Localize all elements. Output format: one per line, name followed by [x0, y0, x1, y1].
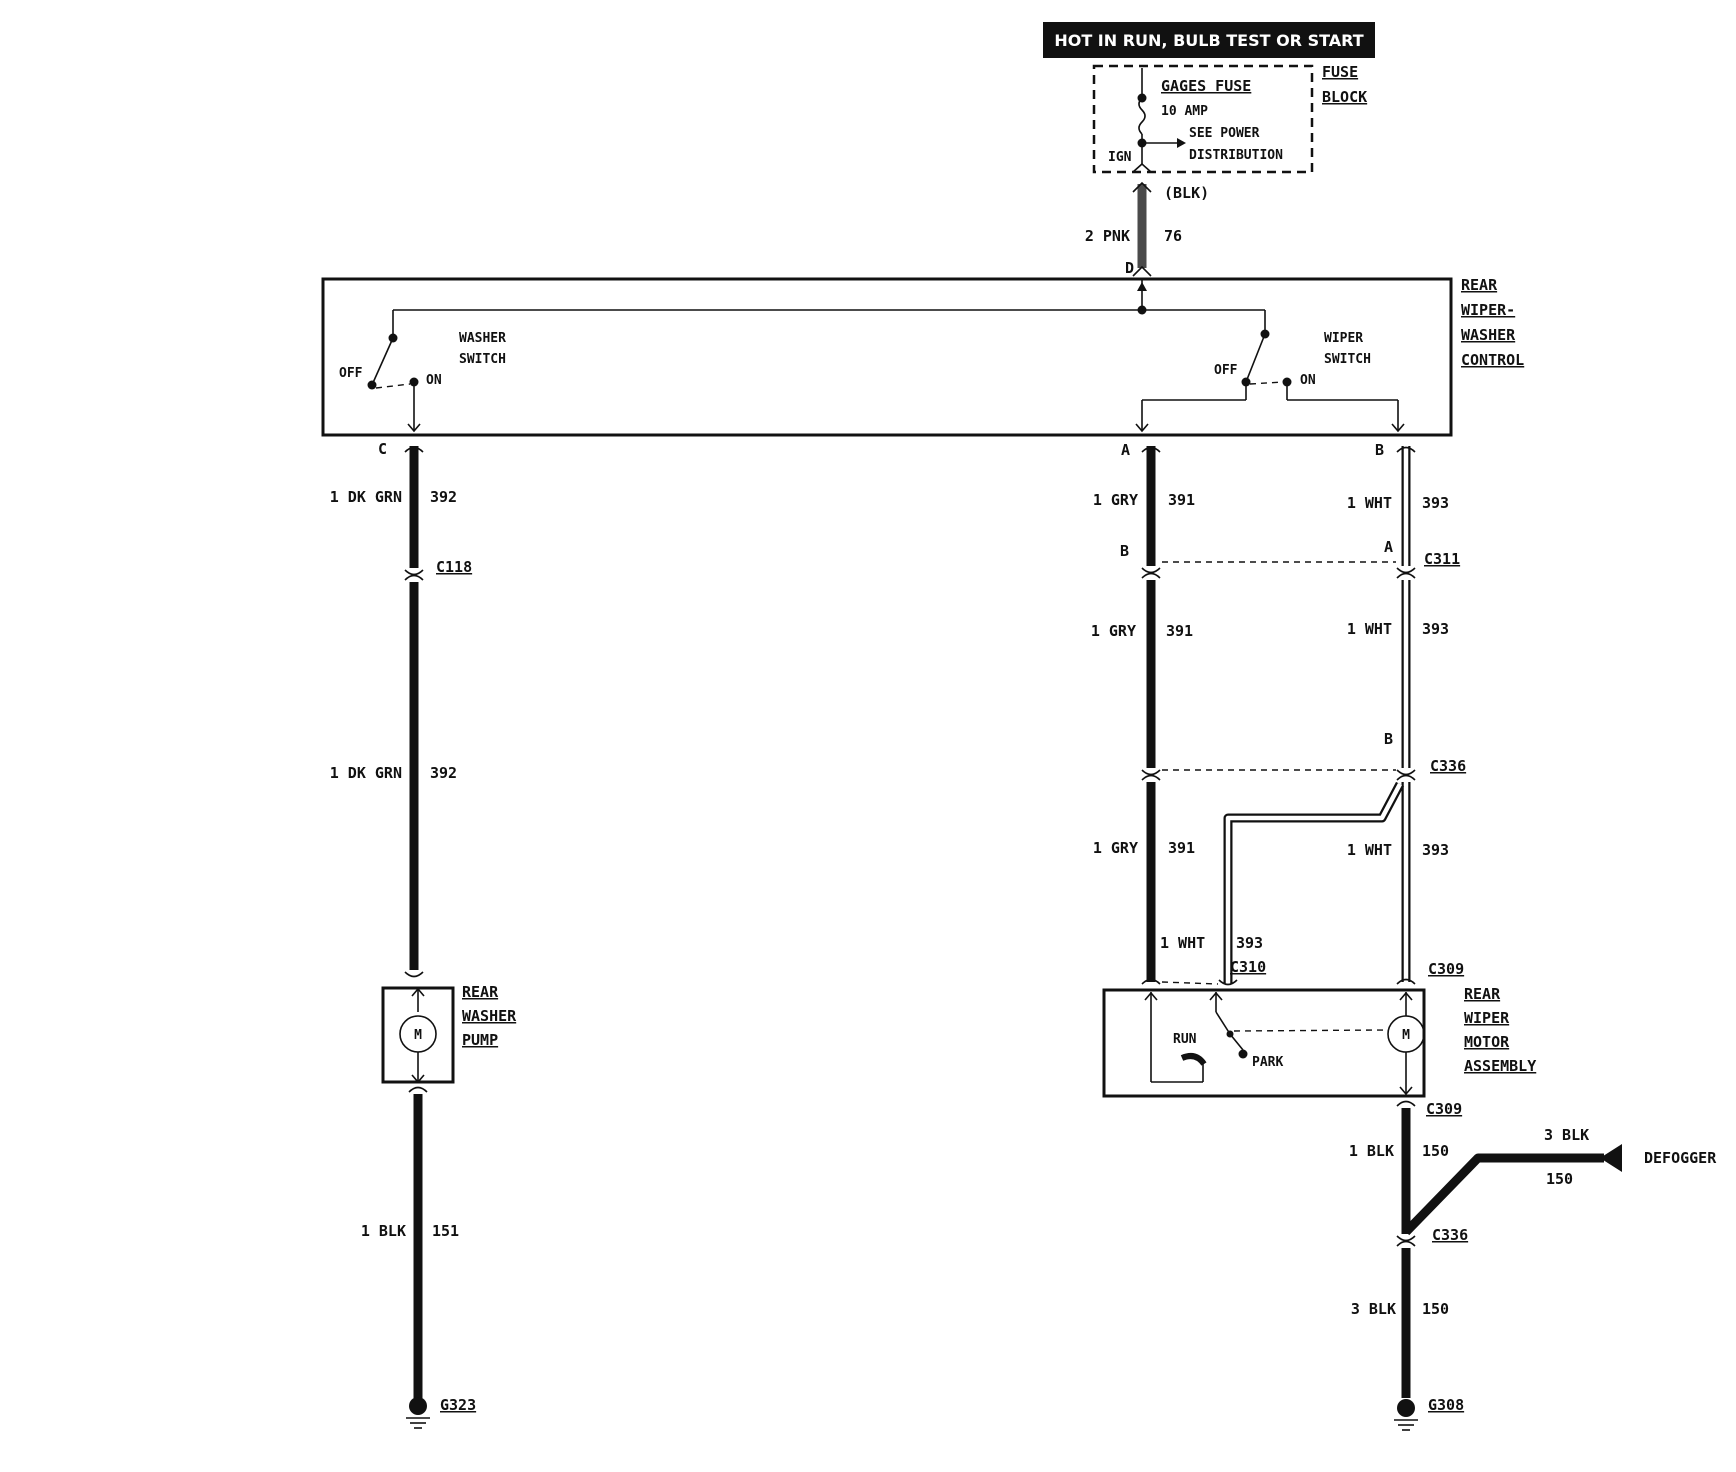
connector-c309-bottom: C309: [1426, 1100, 1462, 1118]
pin-c-label: C: [378, 440, 387, 458]
washer-ground-wire: 1 BLK: [361, 1222, 406, 1240]
c311-pin-a: A: [1384, 538, 1393, 556]
control-label-3: WASHER: [1461, 326, 1516, 344]
motor-ground-circuit: 150: [1422, 1142, 1449, 1160]
wiper-switch-on: ON: [1300, 373, 1316, 388]
motor-label-1: REAR: [1464, 985, 1501, 1003]
washer-branch: 1 DK GRN 392 C118 1 DK GRN 392 M REAR WA…: [330, 446, 517, 1429]
connector-c336-top: C336: [1430, 757, 1466, 775]
motor-ground-wire: 1 BLK: [1349, 1142, 1394, 1160]
run-label: RUN: [1173, 1032, 1197, 1047]
washer-ground-circuit: 151: [432, 1222, 459, 1240]
dk-grn-wire-1: 1 DK GRN: [330, 488, 402, 506]
defogger-connector-icon: [1600, 1144, 1622, 1172]
wht-circuit-1: 393: [1422, 494, 1449, 512]
wht-wire-2: 1 WHT: [1347, 620, 1392, 638]
ground-g323-icon: [409, 1397, 427, 1415]
wht-wire-3: 1 WHT: [1347, 841, 1392, 859]
fuse-block: FUSE BLOCK GAGES FUSE 10 AMP SEE POWER D…: [1092, 63, 1367, 174]
blk-label: (BLK): [1164, 184, 1209, 202]
wiper-motor-symbol: M: [1402, 1028, 1410, 1043]
fuse-block-label-1: FUSE: [1322, 63, 1358, 81]
pump-label-3: PUMP: [462, 1031, 498, 1049]
gry-wire-2: 1 GRY: [1091, 622, 1136, 640]
pump-label-2: WASHER: [462, 1007, 517, 1025]
washer-switch-label-1: WASHER: [459, 331, 506, 346]
ground-circuit-150: 150: [1422, 1300, 1449, 1318]
connector-c310: C310: [1230, 958, 1266, 976]
wht-branch-circuit: 393: [1236, 934, 1263, 952]
connector-c336-bottom: C336: [1432, 1226, 1468, 1244]
pnk-wire-size: 2 PNK: [1085, 227, 1130, 245]
pin-b-label: B: [1375, 441, 1384, 459]
ground-g308: G308: [1428, 1396, 1464, 1414]
connector-c311: C311: [1424, 550, 1460, 568]
washer-pump-motor-symbol: M: [414, 1028, 422, 1043]
gry-circuit-3: 391: [1168, 839, 1195, 857]
dk-grn-circuit-2: 392: [430, 764, 457, 782]
pump-label-1: REAR: [462, 983, 499, 1001]
motor-label-4: ASSEMBLY: [1464, 1057, 1536, 1075]
wiper-switch-label-2: SWITCH: [1324, 352, 1371, 367]
c311-pin-b: B: [1120, 542, 1129, 560]
c336-pin-b: B: [1384, 730, 1393, 748]
wht-circuit-3: 393: [1422, 841, 1449, 859]
wiper-switch-label-1: WIPER: [1324, 331, 1363, 346]
park-label: PARK: [1252, 1055, 1283, 1070]
control-label-2: WIPER-: [1461, 301, 1515, 319]
gry-wire-3: 1 GRY: [1093, 839, 1138, 857]
motor-label-3: MOTOR: [1464, 1033, 1510, 1051]
washer-switch-label-2: SWITCH: [459, 352, 506, 367]
rear-wiper-motor-assembly: [1102, 988, 1426, 1098]
ground-wire-3blk: 3 BLK: [1351, 1300, 1396, 1318]
connector-c309-top: C309: [1428, 960, 1464, 978]
fuse-rating: 10 AMP: [1161, 104, 1208, 119]
defogger-label: DEFOGGER: [1644, 1149, 1717, 1167]
dk-grn-circuit-1: 392: [430, 488, 457, 506]
motor-label-2: WIPER: [1464, 1009, 1510, 1027]
wiper-switch-off: OFF: [1214, 363, 1238, 378]
pnk-circuit: 76: [1164, 227, 1182, 245]
wiper-branch: 1 GRY 391 1 GRY 391 1 GRY 391 B 1 WHT 39…: [1091, 446, 1717, 1431]
washer-switch-off: OFF: [339, 366, 363, 381]
power-header: HOT IN RUN, BULB TEST OR START: [1043, 22, 1375, 58]
fuse-name: GAGES FUSE: [1161, 77, 1251, 95]
pin-a-label: A: [1121, 441, 1130, 459]
rear-wiper-washer-control: REAR WIPER- WASHER CONTROL OFF ON WASHER…: [321, 276, 1524, 459]
pin-d-label: D: [1125, 259, 1134, 277]
ground-g308-icon: [1397, 1399, 1415, 1417]
see-power-1: SEE POWER: [1189, 126, 1260, 141]
power-header-text: HOT IN RUN, BULB TEST OR START: [1054, 31, 1363, 50]
wht-branch-wire: 1 WHT: [1160, 934, 1205, 952]
dk-grn-wire-2: 1 DK GRN: [330, 764, 402, 782]
gry-circuit-1: 391: [1168, 491, 1195, 509]
connector-c118: C118: [436, 558, 472, 576]
washer-switch-on: ON: [426, 373, 442, 388]
wht-wire-1: 1 WHT: [1347, 494, 1392, 512]
wht-circuit-2: 393: [1422, 620, 1449, 638]
ground-g323: G323: [440, 1396, 476, 1414]
defogger-circuit: 150: [1546, 1170, 1573, 1188]
fuse-block-label-2: BLOCK: [1322, 88, 1367, 106]
ign-label: IGN: [1108, 150, 1132, 165]
control-label-1: REAR: [1461, 276, 1498, 294]
control-label-4: CONTROL: [1461, 351, 1524, 369]
defogger-wire: 3 BLK: [1544, 1126, 1589, 1144]
see-power-2: DISTRIBUTION: [1189, 148, 1283, 163]
gry-circuit-2: 391: [1166, 622, 1193, 640]
gry-wire-1: 1 GRY: [1093, 491, 1138, 509]
